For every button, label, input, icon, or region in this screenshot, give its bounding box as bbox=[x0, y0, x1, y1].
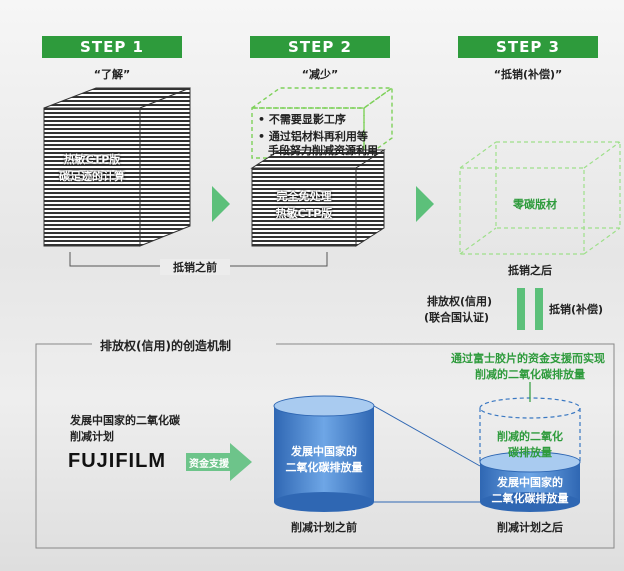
cylinder-before-line2: 二氧化碳排放量 bbox=[285, 461, 363, 474]
china-plan-line2: 削减计划 bbox=[70, 430, 114, 443]
china-plan-line1: 发展中国家的二氧化碳 bbox=[70, 414, 180, 427]
step2-badge: STEP 2 bbox=[250, 36, 390, 58]
step2-bullet-2b: 手段努力削减资源利用 bbox=[268, 144, 378, 157]
offset-bar-right bbox=[535, 288, 543, 330]
step2-bullet-2-text: 通过铝材料再利用等 bbox=[268, 130, 368, 143]
emission-credit-label-b: (联合国认证) bbox=[424, 311, 490, 324]
step2-bullet-2: • 通过铝材料再利用等 bbox=[258, 130, 368, 143]
cylinder-after-line2: 二氧化碳排放量 bbox=[491, 492, 569, 505]
offset-bar-left bbox=[517, 288, 525, 330]
step1-cube bbox=[43, 87, 191, 247]
funding-arrow bbox=[186, 443, 252, 481]
step2-cube-line1: 完全免处理 bbox=[276, 190, 332, 203]
step1-cube-line1: 热敏CTP版 bbox=[63, 153, 121, 166]
cylinder-after-caption: 削减计划之后 bbox=[497, 521, 563, 534]
cylinder-after-line1: 发展中国家的 bbox=[497, 476, 563, 489]
cylinder-after bbox=[479, 451, 581, 512]
funding-label: 资金支援 bbox=[189, 459, 229, 470]
step3-dashed-cube bbox=[459, 141, 621, 255]
reduction-note-line1: 通过富士胶片的资金支援而实现 bbox=[451, 352, 605, 365]
fujifilm-logo: FUJIFILM bbox=[68, 450, 166, 472]
step2-cube bbox=[250, 149, 386, 247]
reduced-emissions-line2: 碳排放量 bbox=[508, 446, 552, 459]
reduced-emissions-line1: 削减的二氧化 bbox=[497, 430, 563, 443]
mechanism-frame bbox=[35, 343, 615, 549]
connector-top bbox=[373, 405, 481, 467]
step2-bullet-1-text: 不需要显影工序 bbox=[268, 113, 346, 126]
step1-subtitle: “了解” bbox=[93, 68, 131, 81]
step2-bullet-1: • 不需要显影工序 bbox=[258, 113, 346, 126]
step1-cube-line2: 碳足迹的计算 bbox=[59, 170, 125, 183]
emission-credit-label-a: 排放权(信用) bbox=[427, 295, 493, 308]
step-arrow-2 bbox=[416, 186, 434, 222]
step3-cube-label: 零碳版材 bbox=[513, 198, 557, 211]
step3-subtitle: “抵销(补偿)” bbox=[493, 68, 563, 81]
cylinder-before-line1: 发展中国家的 bbox=[291, 445, 357, 458]
offset-compensation-label: 抵销(补偿) bbox=[549, 303, 604, 316]
step-arrow-1 bbox=[212, 186, 230, 222]
step3-badge: STEP 3 bbox=[458, 36, 598, 58]
step2-subtitle: “减少” bbox=[301, 68, 339, 81]
after-offset-label: 抵销之后 bbox=[508, 264, 552, 277]
before-offset-label: 抵销之前 bbox=[160, 259, 230, 275]
mechanism-title: 排放权(信用)的创造机制 bbox=[100, 339, 231, 353]
cylinder-before bbox=[273, 395, 375, 512]
step2-cube-line2: 热敏CTP版 bbox=[275, 207, 333, 220]
cylinder-before-caption: 削减计划之前 bbox=[291, 521, 357, 534]
reduction-note-line2: 削减的二氧化碳排放量 bbox=[475, 368, 585, 381]
step1-badge: STEP 1 bbox=[42, 36, 182, 58]
